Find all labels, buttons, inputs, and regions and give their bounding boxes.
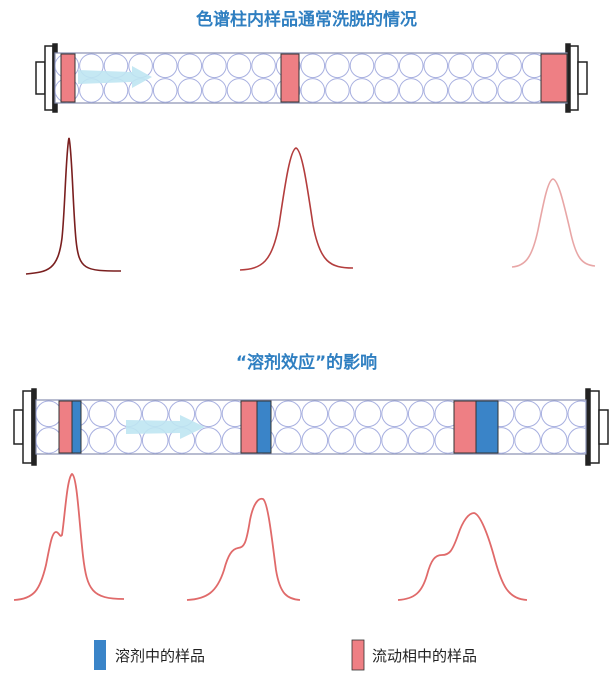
packing-bead: [177, 53, 203, 79]
packing-bead: [325, 53, 350, 79]
packing-bead: [472, 78, 498, 103]
column-1-left-fitting: [35, 43, 58, 113]
column-2: [13, 388, 609, 466]
legend-mobile-label: 流动相中的样品: [372, 647, 478, 665]
legend-mobile-swatch: [351, 639, 365, 671]
column-1-band-end: [540, 53, 568, 103]
peak-1b: [239, 147, 354, 271]
packing-bead: [300, 53, 326, 79]
column-2-solvent-band-3: [475, 400, 499, 454]
packing-bead: [567, 400, 586, 428]
column-1-flow-arrow: [78, 66, 152, 88]
legend-solvent-label: 溶剂中的样品: [115, 647, 206, 665]
column-2-mobile-band-3: [453, 400, 477, 454]
packing-bead: [152, 53, 178, 79]
packing-bead: [349, 53, 375, 79]
legend-solvent-swatch: [94, 640, 106, 670]
packing-bead: [448, 78, 473, 103]
section2-title: “溶剂效应”的影响: [235, 353, 378, 373]
column-2-right-fitting: [585, 388, 609, 466]
column-1: [35, 43, 588, 113]
packing-bead: [354, 400, 382, 428]
packing-bead: [300, 78, 326, 103]
packing-bead: [540, 400, 568, 428]
packing-bead: [472, 53, 498, 79]
section1-title: 色谱柱内样品通常洗脱的情况: [196, 10, 417, 30]
packing-bead: [301, 427, 329, 454]
column-1-band-middle: [280, 53, 300, 103]
packing-bead: [514, 400, 541, 428]
packing-bead: [301, 400, 329, 428]
peak-2a: [13, 472, 125, 601]
packing-bead: [251, 53, 276, 79]
packing-bead: [226, 78, 252, 103]
packing-bead: [354, 427, 382, 454]
packing-bead: [195, 400, 222, 428]
packing-bead: [325, 78, 350, 103]
column-1-band-start: [60, 53, 76, 103]
packing-bead: [349, 78, 375, 103]
packing-bead: [274, 427, 302, 454]
packing-bead: [251, 78, 276, 103]
packing-bead: [202, 78, 227, 103]
packing-bead: [381, 400, 408, 428]
packing-bead: [567, 427, 586, 454]
packing-bead: [423, 53, 449, 79]
packing-bead: [407, 400, 435, 428]
column-2-solvent-band-2: [256, 400, 272, 454]
packing-bead: [328, 400, 355, 428]
column-2-left-fitting: [13, 388, 37, 466]
packing-bead: [448, 53, 473, 79]
packing-bead: [226, 53, 252, 79]
packing-bead: [88, 400, 116, 428]
column-2-tube: [35, 399, 587, 455]
column-2-mobile-band-2: [240, 400, 258, 454]
packing-bead: [88, 427, 116, 454]
packing-bead: [497, 53, 522, 79]
packing-bead: [374, 78, 399, 103]
packing-bead: [152, 78, 178, 103]
packing-bead: [202, 53, 227, 79]
packing-bead: [407, 427, 435, 454]
column-2-solvent-band-1: [71, 400, 82, 454]
packing-bead: [398, 53, 424, 79]
packing-bead: [398, 78, 424, 103]
peak-1c: [511, 178, 596, 268]
packing-bead: [328, 427, 355, 454]
column-2-flow-arrow: [126, 415, 205, 439]
packing-bead: [540, 427, 568, 454]
peak-1a: [25, 137, 122, 275]
packing-bead: [497, 78, 522, 103]
column-1-right-fitting: [565, 43, 588, 113]
packing-bead: [423, 78, 449, 103]
column-2-mobile-band-1: [58, 400, 73, 454]
packing-bead: [177, 78, 203, 103]
packing-bead: [195, 427, 222, 454]
peak-2b: [186, 497, 301, 601]
packing-bead: [274, 400, 302, 428]
packing-bead: [381, 427, 408, 454]
packing-bead: [374, 53, 399, 79]
peak-2c: [397, 512, 528, 601]
packing-bead: [514, 427, 541, 454]
